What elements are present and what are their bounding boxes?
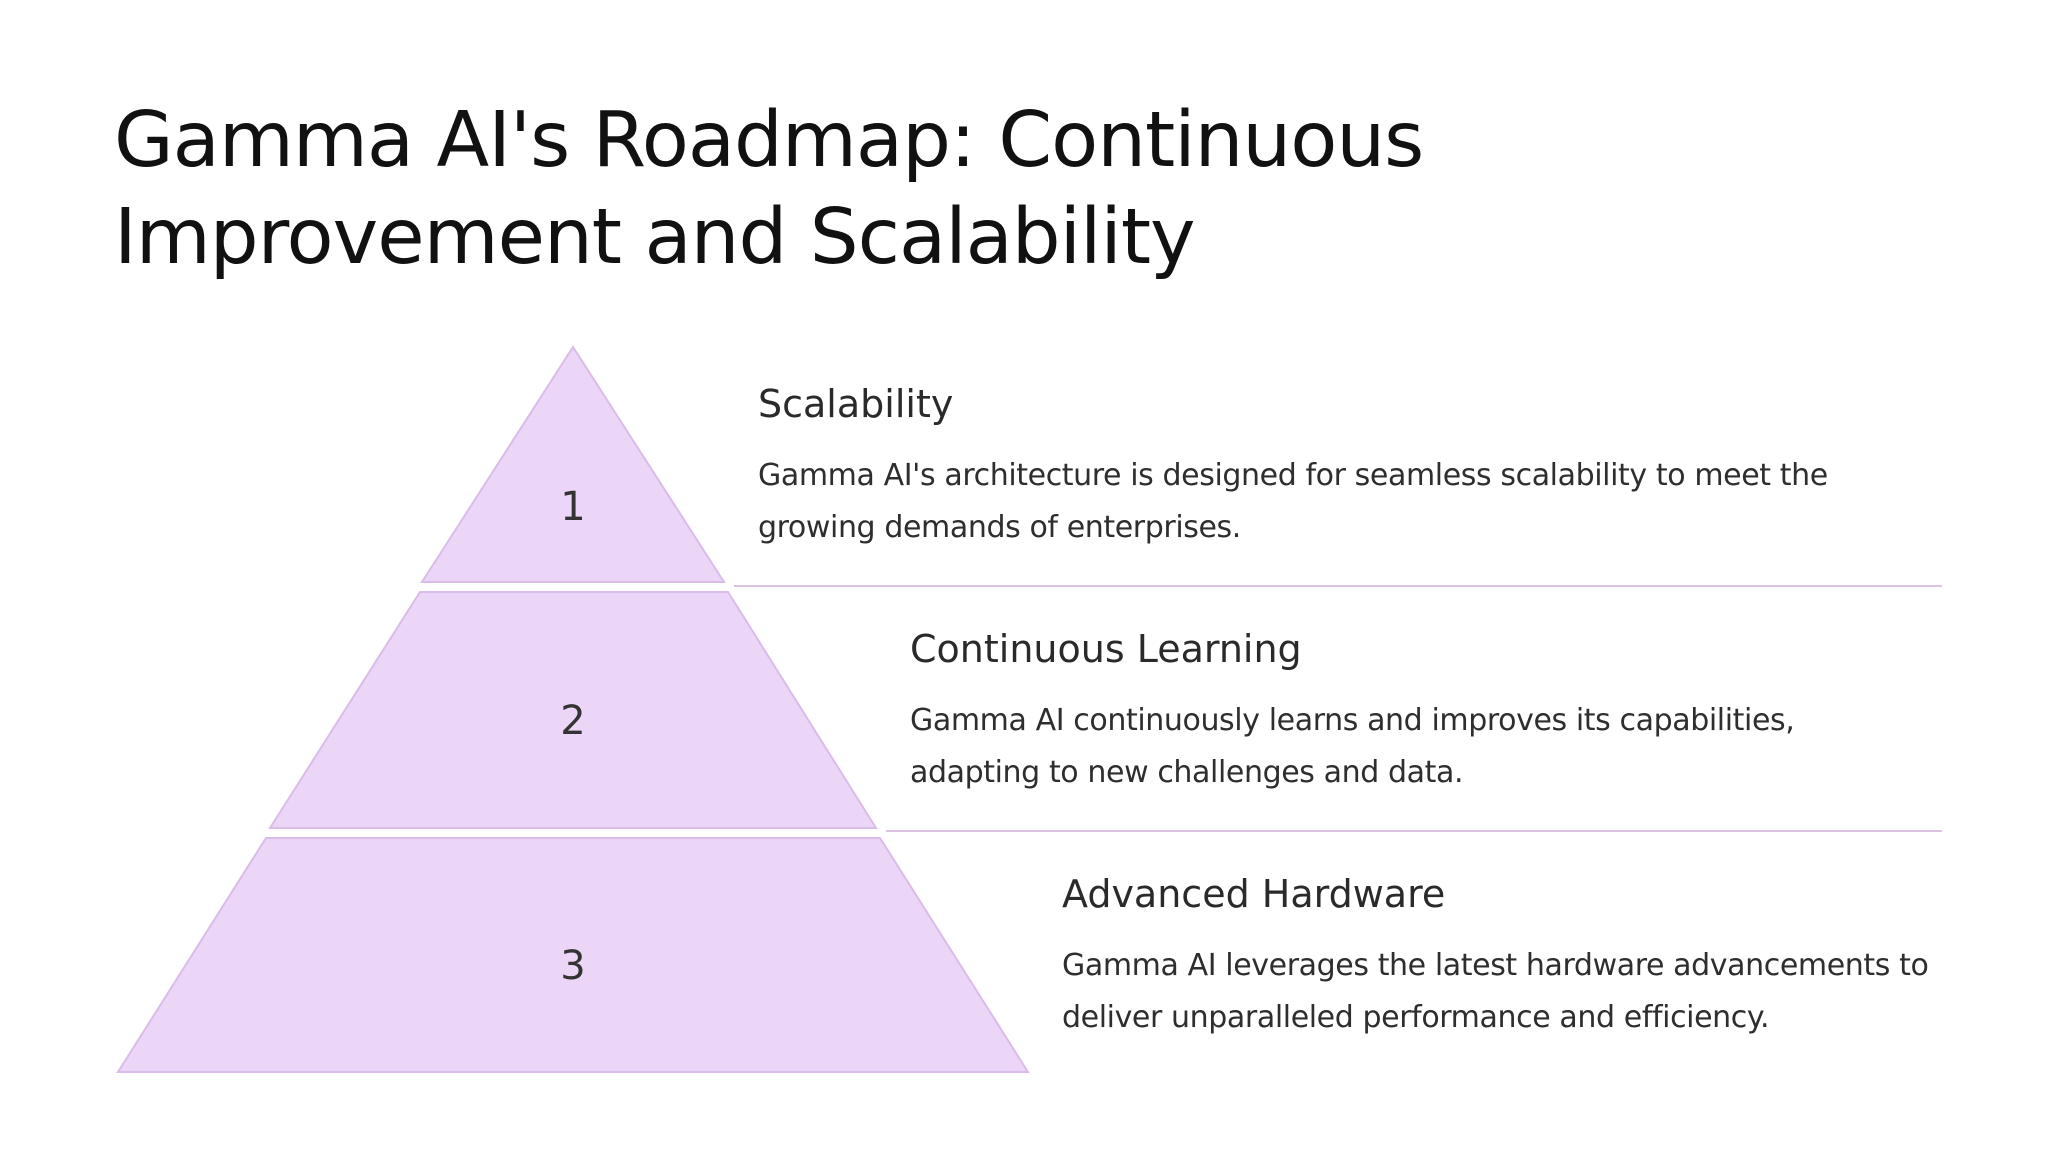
tier-3-heading: Advanced Hardware bbox=[1062, 872, 1446, 916]
pyramid-tier-3-number: 3 bbox=[560, 943, 585, 989]
tier-3-text: Advanced Hardware Gamma AI leverages the… bbox=[1062, 870, 2048, 1044]
tier-1-text: Scalability Gamma AI's architecture is d… bbox=[758, 380, 1908, 554]
tier-3-description: Gamma AI leverages the latest hardware a… bbox=[1062, 948, 1929, 1035]
tier-2-heading: Continuous Learning bbox=[910, 627, 1302, 671]
pyramid-tier-2-number: 2 bbox=[560, 698, 585, 744]
tier-2-description: Gamma AI continuously learns and improve… bbox=[910, 703, 1795, 790]
pyramid-tier-2 bbox=[268, 591, 878, 829]
pyramid-tier-3 bbox=[116, 837, 1030, 1073]
pyramid-tier-1-number: 1 bbox=[560, 484, 585, 530]
slide-title: Gamma AI's Roadmap: Continuous Improveme… bbox=[114, 96, 1424, 282]
pyramid-tier-1 bbox=[420, 345, 726, 583]
tier-1-description: Gamma AI's architecture is designed for … bbox=[758, 458, 1828, 545]
tier-1-heading: Scalability bbox=[758, 382, 954, 426]
tier-2-text: Continuous Learning Gamma AI continuousl… bbox=[910, 625, 2048, 799]
tier-divider-2 bbox=[886, 830, 1942, 832]
tier-divider-1 bbox=[734, 585, 1942, 587]
